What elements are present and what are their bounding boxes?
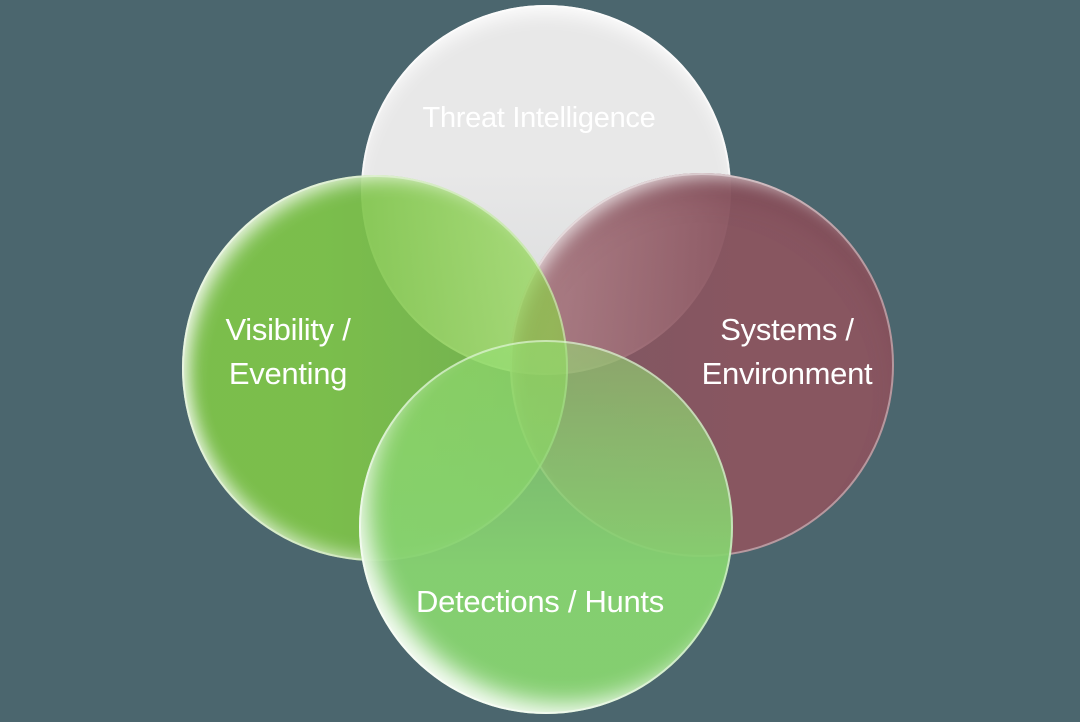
- label-systems-environment: Systems / Environment: [637, 308, 937, 396]
- venn-circle-detections-hunts: [359, 340, 733, 714]
- label-threat-intelligence-line: Threat Intelligence: [422, 102, 656, 134]
- label-visibility-eventing: Visibility / Eventing: [138, 308, 438, 396]
- label-detections-hunts-line: Detections / Hunts: [416, 584, 664, 619]
- label-visibility-eventing-line-2: Eventing: [228, 356, 348, 391]
- label-systems-environment-line-1: Systems /: [720, 312, 854, 347]
- label-systems-environment-line-2: Environment: [701, 356, 873, 391]
- label-detections-hunts: Detections / Hunts: [340, 580, 740, 624]
- label-visibility-eventing-line-1: Visibility /: [225, 312, 351, 347]
- label-threat-intelligence: Threat Intelligence: [339, 96, 739, 140]
